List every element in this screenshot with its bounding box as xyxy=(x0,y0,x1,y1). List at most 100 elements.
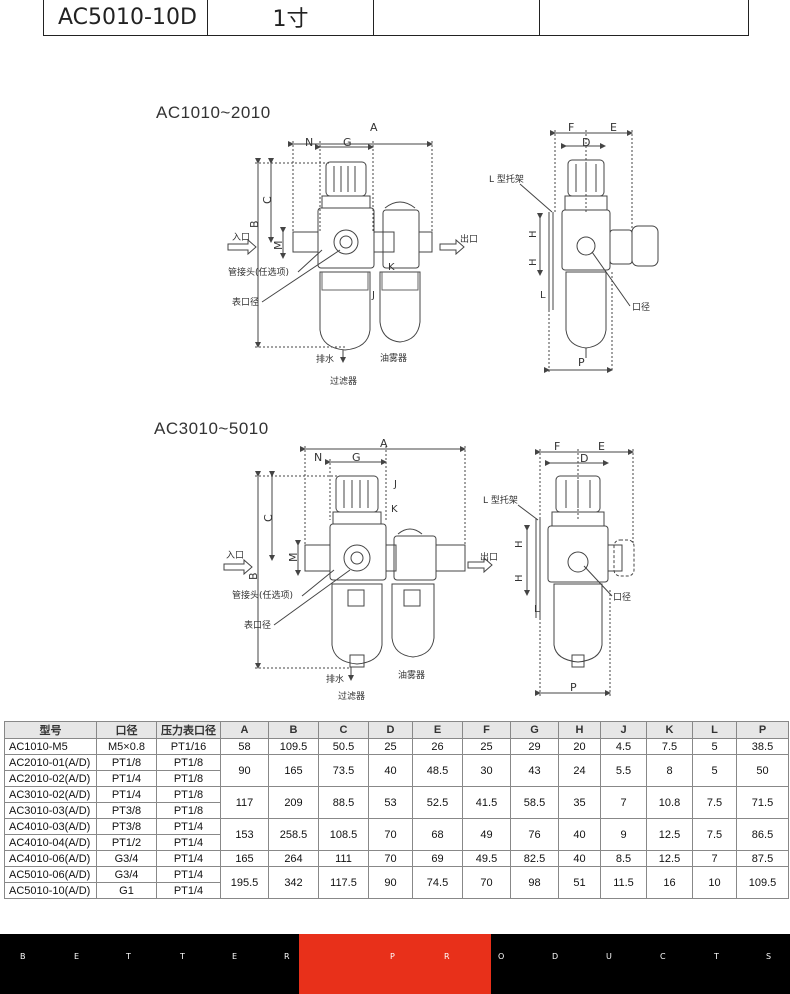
dim-label: P xyxy=(570,681,577,694)
footer-letter: E xyxy=(232,952,238,961)
dimension-cell: 7.5 xyxy=(646,738,693,755)
dim-label: J xyxy=(393,479,397,490)
dimension-cell: 25 xyxy=(462,738,511,755)
dimension-cell: 117.5 xyxy=(318,866,369,899)
column-header: L xyxy=(692,721,737,739)
dimension-cell: 117 xyxy=(220,786,269,819)
dimension-cell: 76 xyxy=(510,818,559,851)
column-header: J xyxy=(600,721,647,739)
dimension-cell: 70 xyxy=(368,818,413,851)
dimension-cell: 7.5 xyxy=(692,786,737,819)
dimension-cell: 40 xyxy=(558,850,601,867)
front-view-large: A G N B C M J K 入口 出口 管接头(任选项) xyxy=(223,437,498,702)
column-header: P xyxy=(736,721,789,739)
column-header: 压力表口径 xyxy=(156,721,221,739)
footer-letter: S xyxy=(766,952,772,961)
column-header: G xyxy=(510,721,559,739)
model-cell: AC5010-06(A/D) xyxy=(4,866,97,883)
dimension-cell: 20 xyxy=(558,738,601,755)
dimension-cell: 165 xyxy=(220,850,269,867)
dim-label: K xyxy=(391,504,398,515)
dim-label: B xyxy=(247,572,260,580)
dimension-cell: 41.5 xyxy=(462,786,511,819)
top-model-cell: AC5010-10D xyxy=(43,0,208,36)
dimension-cell: 7 xyxy=(600,786,647,819)
dimension-cell: 12.5 xyxy=(646,850,693,867)
dimension-cell: 29 xyxy=(510,738,559,755)
side-view-small: F E D P H H L L 型托架 口径 xyxy=(489,121,659,373)
dimension-cell: 10.8 xyxy=(646,786,693,819)
port-cell: PT1/8 xyxy=(156,770,221,787)
dimension-cell: 24 xyxy=(558,754,601,787)
footer-letter: T xyxy=(126,952,131,961)
port-cell: G3/4 xyxy=(96,850,157,867)
dim-label: M xyxy=(287,553,300,563)
model-cell: AC4010-03(A/D) xyxy=(4,818,97,835)
bracket-label: L 型托架 xyxy=(483,494,518,506)
model-cell: AC2010-02(A/D) xyxy=(4,770,97,787)
dim-label: N xyxy=(305,136,313,149)
inlet-label: 入口 xyxy=(232,232,250,243)
column-header: A xyxy=(220,721,269,739)
dimension-cell: 86.5 xyxy=(736,818,789,851)
dim-label: L xyxy=(540,290,546,301)
footer-letter: U xyxy=(606,952,612,961)
drawing-title-small: AC1010~2010 xyxy=(156,103,271,122)
column-header: E xyxy=(412,721,463,739)
port-cell: PT1/16 xyxy=(156,738,221,755)
port-cell: PT1/8 xyxy=(156,754,221,771)
dimension-cell: 90 xyxy=(368,866,413,899)
dimension-cell: 5 xyxy=(692,754,737,787)
model-cell: AC2010-01(A/D) xyxy=(4,754,97,771)
dimension-cell: 52.5 xyxy=(412,786,463,819)
dim-label: H xyxy=(528,230,539,238)
dimension-cell: 109.5 xyxy=(268,738,319,755)
dimension-cell: 51 xyxy=(558,866,601,899)
dimension-cell: 49 xyxy=(462,818,511,851)
footer-letter: R xyxy=(444,952,450,961)
dim-label: E xyxy=(610,121,617,134)
front-view-small: A G N B C M 入口 出口 xyxy=(227,121,478,387)
inlet-label: 入口 xyxy=(226,550,244,561)
port-cell: PT1/8 xyxy=(156,786,221,803)
dimension-cell: 7.5 xyxy=(692,818,737,851)
dimension-cell: 87.5 xyxy=(736,850,789,867)
pipe-joint-label: 管接头(任选项) xyxy=(228,266,289,278)
dim-label: B xyxy=(248,220,261,228)
dimension-cell: 73.5 xyxy=(318,754,369,787)
port-cell: PT1/2 xyxy=(96,834,157,851)
dim-label: M xyxy=(272,241,285,251)
dimension-cell: 26 xyxy=(412,738,463,755)
footer-letter: T xyxy=(180,952,185,961)
dimension-cell: 30 xyxy=(462,754,511,787)
top-size-cell: 1寸 xyxy=(207,0,374,36)
outlet-label: 出口 xyxy=(480,551,498,563)
drain-label: 排水 xyxy=(326,673,344,685)
port-label: 口径 xyxy=(613,591,631,603)
column-header: 口径 xyxy=(96,721,157,739)
dim-label: K xyxy=(388,262,395,273)
footer-letter: D xyxy=(552,952,559,961)
filter-label: 过滤器 xyxy=(330,375,357,387)
dimension-cell: 70 xyxy=(462,866,511,899)
dimension-cell: 258.5 xyxy=(268,818,319,851)
port-cell: PT1/4 xyxy=(156,866,221,883)
dimension-cell: 5.5 xyxy=(600,754,647,787)
footer-letter: B xyxy=(20,952,26,961)
top-empty-cell xyxy=(539,0,749,36)
port-cell: PT1/4 xyxy=(156,850,221,867)
footer-letter: O xyxy=(498,952,505,961)
dimension-cell: 43 xyxy=(510,754,559,787)
dimension-cell: 12.5 xyxy=(646,818,693,851)
dim-label: A xyxy=(380,437,388,450)
model-cell: AC4010-06(A/D) xyxy=(4,850,97,867)
footer-letter: E xyxy=(74,952,80,961)
dimension-cell: 40 xyxy=(558,818,601,851)
port-cell: PT3/8 xyxy=(96,802,157,819)
